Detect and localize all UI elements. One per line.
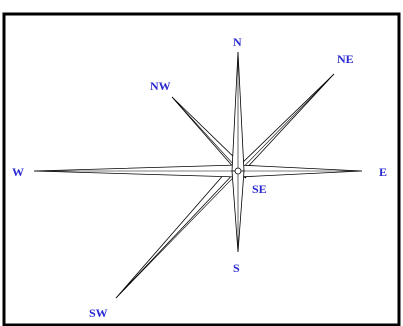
label-north-east: NE <box>337 52 354 66</box>
label-west: W <box>12 165 24 179</box>
label-north-west: NW <box>150 79 171 93</box>
label-south-east: SE <box>252 182 267 196</box>
label-south-west: SW <box>89 306 108 320</box>
label-south: S <box>233 261 240 275</box>
label-east: E <box>379 165 387 179</box>
compass-arm-w-e <box>33 164 363 178</box>
compass-center <box>234 167 242 175</box>
label-north: N <box>233 35 242 49</box>
compass-arm-sw-ne <box>115 73 335 299</box>
